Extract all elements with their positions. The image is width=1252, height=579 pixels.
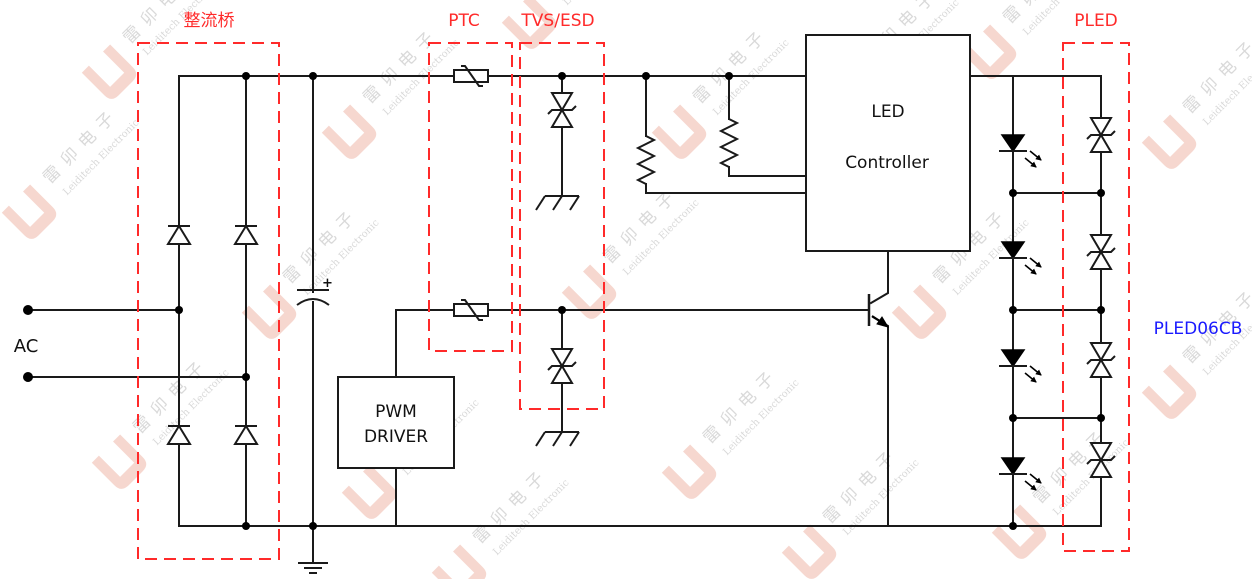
earth-ground-icon bbox=[298, 562, 328, 574]
rectifier-group-outline bbox=[137, 42, 280, 560]
junction-dot bbox=[1009, 189, 1017, 197]
junction-dot bbox=[725, 72, 733, 80]
led-controller-block: LED Controller bbox=[805, 34, 971, 252]
group-outlines bbox=[137, 42, 1130, 560]
watermark-logo bbox=[241, 284, 297, 339]
junction-dot bbox=[175, 306, 183, 314]
pwm-driver-label-line2: DRIVER bbox=[364, 427, 428, 447]
watermark-logo bbox=[321, 104, 377, 159]
junction-dot bbox=[558, 306, 566, 314]
junction-dot bbox=[1097, 189, 1105, 197]
ac-input-label: AC bbox=[14, 336, 39, 357]
rectifier-diode-1 bbox=[166, 224, 192, 245]
junction-dot bbox=[242, 522, 250, 530]
ac-terminal-2 bbox=[23, 372, 33, 382]
led-4 bbox=[999, 457, 1042, 491]
pled-protector-3 bbox=[1086, 342, 1116, 378]
watermark-logo bbox=[501, 0, 557, 49]
junction-dot bbox=[242, 72, 250, 80]
watermark-en-text: Leiditech Electronic bbox=[561, 0, 642, 8]
pled-group-outline bbox=[1062, 42, 1130, 552]
pwm-driver-label-line1: PWM bbox=[375, 402, 417, 422]
watermark-logo bbox=[341, 464, 397, 519]
led-controller-label-line2: Controller bbox=[845, 153, 929, 173]
watermark-logo bbox=[991, 504, 1047, 559]
pled-protector-1 bbox=[1086, 117, 1116, 153]
junction-dot bbox=[642, 72, 650, 80]
led-controller-label-line1: LED bbox=[871, 102, 904, 122]
led-controller-box bbox=[805, 34, 971, 252]
watermark-logo bbox=[781, 524, 837, 579]
collector-wire bbox=[869, 249, 889, 305]
watermark-logo bbox=[1141, 364, 1197, 419]
pwm-driver-box bbox=[337, 376, 455, 469]
junction-dot bbox=[1009, 306, 1017, 314]
pwm-driver-block: PWM DRIVER bbox=[337, 376, 455, 469]
tvs-esd-label: TVS/ESD bbox=[520, 11, 594, 31]
tvs-esd-group-outline bbox=[519, 42, 605, 410]
led-3 bbox=[999, 349, 1042, 383]
rectifier-diode-4 bbox=[233, 424, 259, 445]
watermark-logo bbox=[891, 284, 947, 339]
junction-dot bbox=[1097, 306, 1105, 314]
resistor-2 bbox=[718, 118, 740, 168]
watermark-logo bbox=[651, 104, 707, 159]
watermark-logo bbox=[1141, 114, 1197, 169]
junction-dot bbox=[309, 522, 317, 530]
r1-wire bbox=[645, 75, 807, 194]
chassis-ground-icon-2 bbox=[535, 431, 580, 447]
junction-dot bbox=[1009, 522, 1017, 530]
rectifier-diode-3 bbox=[166, 424, 192, 445]
npn-transistor bbox=[867, 294, 890, 328]
ptc-group-outline bbox=[428, 42, 513, 352]
pwm-to-ptc bbox=[395, 309, 456, 378]
junction-dot bbox=[1097, 414, 1105, 422]
tvs-diode-1 bbox=[547, 92, 577, 128]
watermark-logo bbox=[81, 44, 137, 99]
junction-dot bbox=[309, 72, 317, 80]
rectifier-label: 整流桥 bbox=[184, 11, 235, 31]
watermark-logo bbox=[561, 264, 617, 319]
component-symbols: + bbox=[166, 65, 1116, 574]
junction-dot bbox=[1009, 414, 1017, 422]
group-labels: 整流桥 PTC TVS/ESD PLED bbox=[184, 11, 1118, 31]
pled-protector-2 bbox=[1086, 234, 1116, 270]
junction-dot bbox=[242, 373, 250, 381]
rectifier-diode-2 bbox=[233, 224, 259, 245]
led-2 bbox=[999, 241, 1042, 275]
pled-protector-4 bbox=[1086, 442, 1116, 478]
watermark-logo bbox=[431, 544, 487, 579]
resistor-1 bbox=[635, 135, 657, 185]
led-1 bbox=[999, 134, 1042, 168]
ptc-thermistor-1 bbox=[453, 65, 489, 87]
chassis-ground-icon-1 bbox=[535, 195, 580, 211]
ptc-label: PTC bbox=[448, 11, 480, 31]
watermark-logo bbox=[961, 24, 1017, 79]
part-number-label: PLED06CB bbox=[1154, 319, 1243, 339]
watermark-logo bbox=[91, 434, 147, 489]
watermark-logo bbox=[661, 444, 717, 499]
watermark-logo bbox=[1, 184, 57, 239]
tvs-diode-2 bbox=[547, 348, 577, 384]
ptc-thermistor-2 bbox=[453, 299, 489, 321]
capacitor-polarity-mark: + bbox=[322, 276, 333, 291]
electrolytic-capacitor: + bbox=[296, 276, 333, 306]
junction-dot bbox=[558, 72, 566, 80]
pled-label: PLED bbox=[1074, 11, 1118, 31]
junctions bbox=[23, 72, 1105, 530]
r2-wire bbox=[728, 75, 807, 177]
ac-terminal-1 bbox=[23, 305, 33, 315]
